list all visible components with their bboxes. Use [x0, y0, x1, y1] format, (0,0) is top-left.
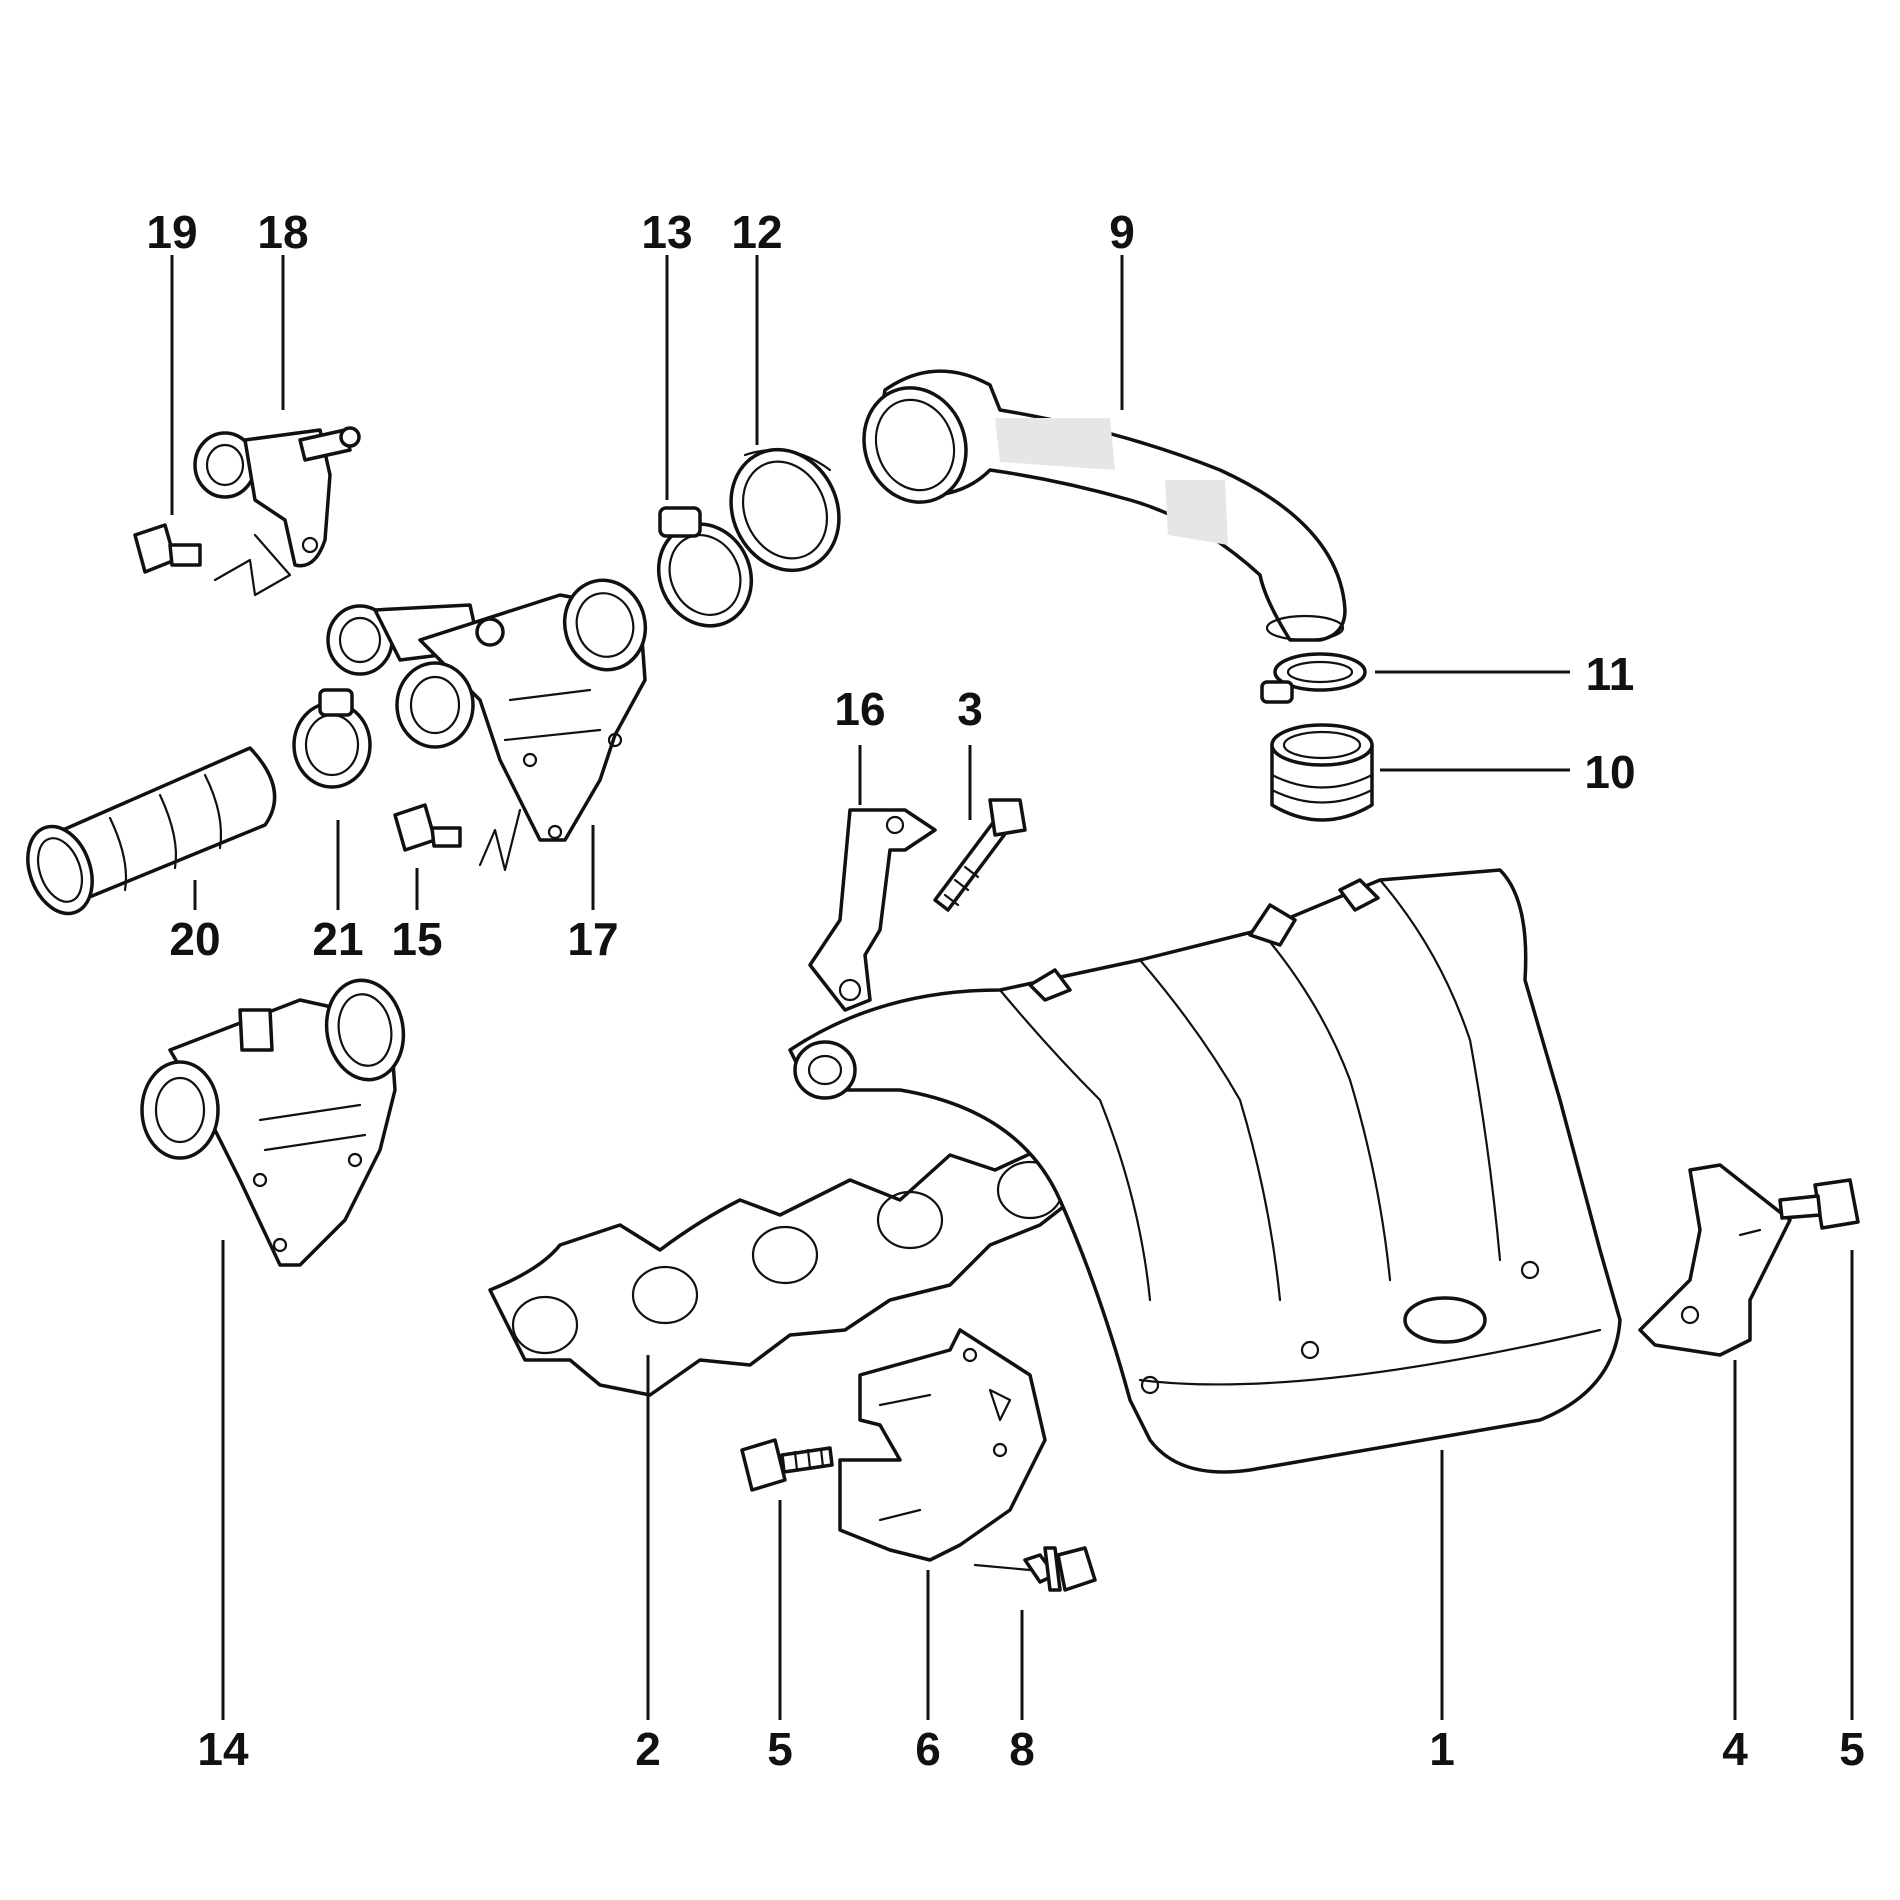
callout-labels: 19 18 13 12 9 11 16 3 10 20 21 15 17 14 …: [146, 206, 1864, 1775]
part-19-fitting: [133, 523, 292, 597]
leader-lines: [170, 255, 1854, 1720]
part-1-intake-manifold: [788, 868, 1622, 1474]
part-4-bracket: [1638, 1163, 1792, 1357]
callout-1: 1: [1429, 1723, 1455, 1775]
part-15-fitting: [393, 803, 522, 872]
part-12-sleeve: [729, 447, 841, 573]
part-9-intake-pipe: [862, 369, 1347, 642]
callout-15: 15: [391, 913, 442, 965]
part-8-bolt: [973, 1546, 1097, 1592]
callout-14: 14: [197, 1723, 249, 1775]
callout-4: 4: [1722, 1723, 1748, 1775]
callout-3: 3: [957, 683, 983, 735]
callout-17: 17: [567, 913, 618, 965]
part-20-hose: [26, 746, 277, 916]
part-5-bolt-right: [1778, 1178, 1860, 1230]
part-11-clamp: [1260, 652, 1367, 704]
callout-18: 18: [257, 206, 308, 258]
part-16-bracket: [808, 808, 937, 1012]
part-17-throttle-body: [326, 578, 648, 842]
callout-21: 21: [312, 913, 363, 965]
part-6-bracket: [838, 1328, 1047, 1562]
part-5-bolt-left: [740, 1438, 834, 1492]
callout-12: 12: [731, 206, 782, 258]
callout-13: 13: [641, 206, 692, 258]
callout-2: 2: [635, 1723, 661, 1775]
callout-5-right: 5: [1839, 1723, 1865, 1775]
part-10-sleeve: [1270, 723, 1374, 822]
callout-10: 10: [1584, 746, 1635, 798]
callout-8: 8: [1009, 1723, 1035, 1775]
part-21-clamp: [292, 688, 372, 789]
part-2-gasket: [488, 1138, 1087, 1397]
callout-11: 11: [1586, 648, 1635, 700]
callout-20: 20: [169, 913, 220, 965]
part-18-actuator: [193, 426, 361, 568]
callout-5-left: 5: [767, 1723, 793, 1775]
callout-6: 6: [915, 1723, 941, 1775]
part-14-throttle-body: [140, 978, 406, 1267]
callout-19: 19: [146, 206, 197, 258]
callout-16: 16: [834, 683, 885, 735]
part-3-bolt: [933, 798, 1027, 912]
part-13-clamp: [656, 506, 754, 628]
callout-9: 9: [1109, 206, 1135, 258]
